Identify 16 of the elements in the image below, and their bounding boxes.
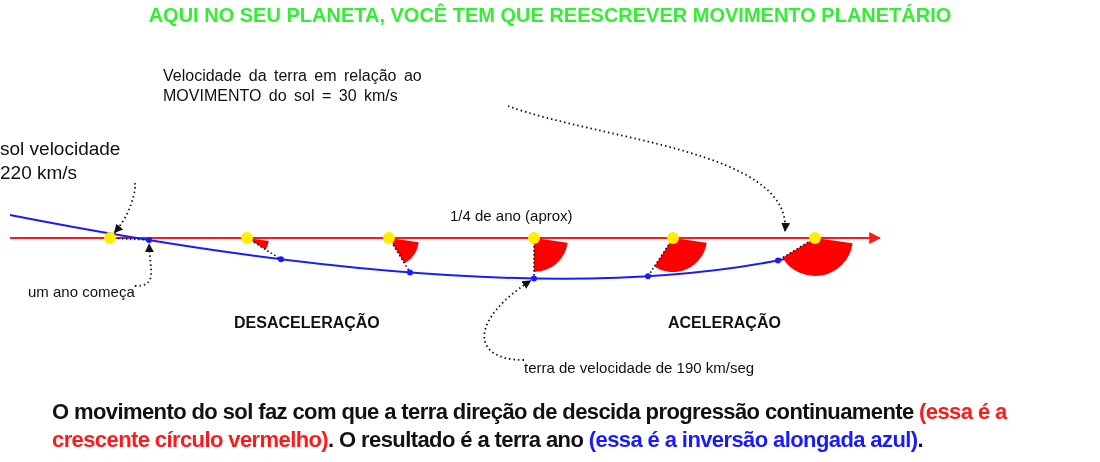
callout-text: um ano começa [28, 283, 135, 300]
callout-text: Velocidade da terra em relação ao MOVIMENTO do sol = 30 km/s [163, 66, 508, 106]
note-text: 1/4 de ano (aprox) [450, 207, 573, 224]
title: AQUI NO SEU PLANETA, VOCÊ TEM QUE REESCREVER MOVIMENTO PLANETÁRIO [147, 4, 953, 27]
caption: O movimento do sol faz com que a terra direção de descida progressão continuamente (essa é a crescente círculo vermelho). O resultado é a terra ano (essa é a inversão alongada azul). [52, 398, 1009, 454]
callout-text: terra de velocidade de 190 km/seg [524, 359, 755, 376]
phase-label: DESACELERAÇÃO [234, 314, 380, 332]
phase-label: ACELERAÇÃO [668, 314, 781, 332]
leader-line [483, 279, 532, 361]
earth-dot [146, 237, 152, 244]
earth-dot [531, 275, 537, 282]
leader-line [113, 183, 136, 234]
leader-line [507, 105, 789, 232]
callout-text: sol velocidade 220 km/s [0, 137, 140, 185]
leader-line [133, 243, 155, 287]
sun-dot [104, 232, 116, 244]
